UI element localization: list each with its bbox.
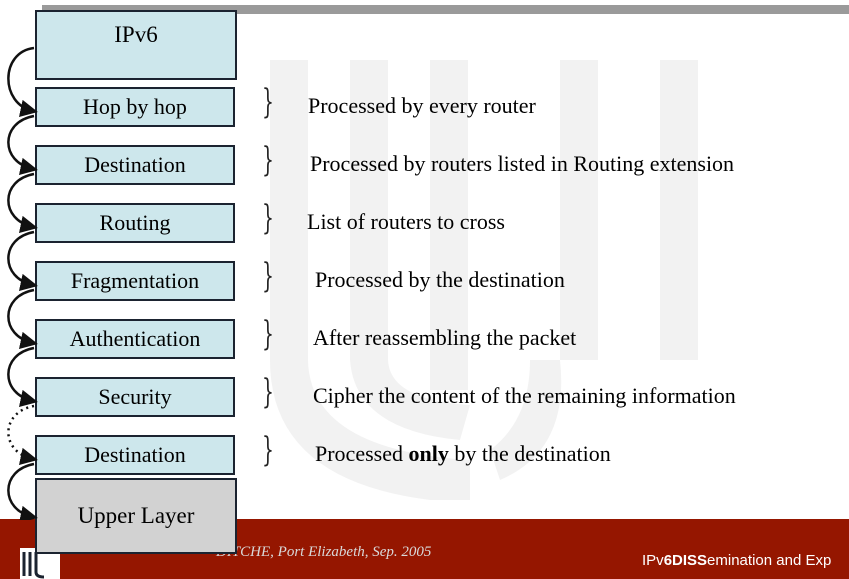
brace-symbol: } [262,256,274,296]
extension-description: Processed by every router [308,93,536,119]
extension-header-box: Authentication [35,319,235,359]
description-text: Cipher the content of the remaining info… [313,383,736,408]
extension-header-box: Destination [35,145,235,185]
extension-description: Processed only by the destination [315,441,611,467]
chain-arrow [7,46,38,117]
description-text: Processed by the destination [315,267,565,292]
description-text: Processed by every router [308,93,536,118]
description-text: by the destination [448,441,611,466]
chain-arrow [7,114,38,175]
chain-arrow [7,462,38,520]
extension-description: List of routers to cross [307,209,505,235]
chain-arrow [7,288,38,349]
extension-description: Processed by routers listed in Routing e… [310,151,734,177]
chain-arrow [7,172,38,233]
brace-symbol: } [262,372,274,412]
chain-arrow [7,346,38,407]
extension-description: After reassembling the packet [313,325,576,351]
footer-event-text: DITCHE, Port Elizabeth, Sep. 2005 [216,544,432,560]
brace-symbol: } [262,140,274,180]
extension-description: Cipher the content of the remaining info… [313,383,736,409]
brace-symbol: } [262,82,274,122]
description-text: Processed by routers listed in Routing e… [310,151,735,176]
background-logo-watermark [270,60,698,500]
extension-header-box: Destination [35,435,235,475]
brace-symbol: } [262,198,274,238]
chain-arrow-dotted [7,404,38,465]
extension-header-box: Hop by hop [35,87,235,127]
chain-arrows [7,46,38,520]
footer-brand: IPv6DISSemination and Exp [642,552,832,569]
description-text: List of routers to cross [307,209,505,234]
extension-header-box: Security [35,377,235,417]
chain-arrow [7,230,38,291]
upper-layer-box: Upper Layer [35,478,237,554]
extension-header-box: Routing [35,203,235,243]
emphasis-text: only [408,441,449,466]
brace-symbol: } [262,314,274,354]
description-text: After reassembling the packet [313,325,577,350]
extension-description: Processed by the destination [315,267,565,293]
ipv6-header-box: IPv6 [35,10,237,80]
top-bar [42,5,849,14]
description-text: Processed [315,441,409,466]
extension-header-box: Fragmentation [35,261,235,301]
brace-symbol: } [262,430,274,470]
